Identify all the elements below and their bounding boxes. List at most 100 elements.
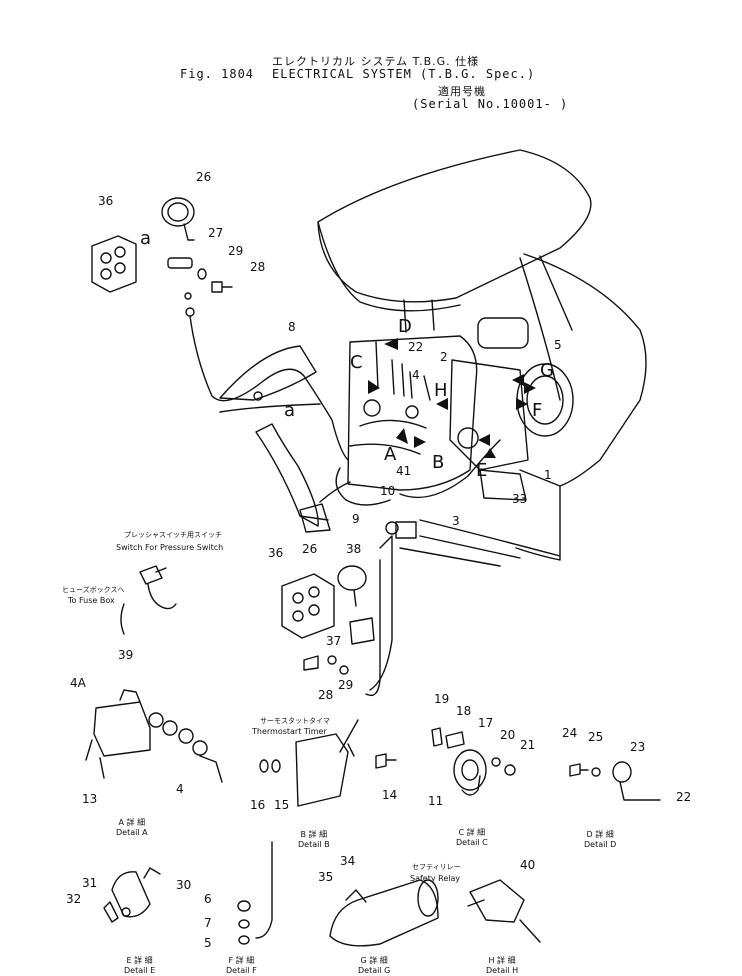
- part-20: 20: [500, 728, 516, 742]
- part-5b: 5: [204, 936, 212, 950]
- part-9: 9: [352, 512, 360, 526]
- part-35: 35: [318, 870, 334, 884]
- part-18: 18: [456, 704, 472, 718]
- bolt-28: [211, 281, 233, 293]
- view-letter-d: D: [398, 316, 412, 337]
- pressure-switch-label: Switch For Pressure Switch: [116, 543, 224, 552]
- part-15: 15: [274, 798, 290, 812]
- harness-cable: [365, 559, 381, 697]
- cable-11: [461, 775, 481, 796]
- switch-box-36: [91, 235, 137, 293]
- view-letter-g: G: [540, 360, 554, 381]
- bracket-plate: [299, 503, 331, 533]
- thermostart-label: Thermostart Timer: [252, 727, 327, 736]
- detail-h-connector: [469, 879, 525, 923]
- view-letter-a-small-1: a: [140, 228, 152, 249]
- part-30: 30: [176, 878, 192, 892]
- part-13: 13: [82, 792, 98, 806]
- boom-arm-lower: [255, 423, 319, 527]
- pressure-switch: [139, 565, 167, 585]
- boom-arm: [219, 345, 317, 401]
- part-31: 31: [82, 876, 98, 890]
- pressure-switch-jp-label: プレッシャスイッチ用スイッチ: [124, 531, 222, 539]
- control-console: [347, 335, 478, 491]
- part-23: 23: [630, 740, 646, 754]
- part-17: 17: [478, 716, 494, 730]
- bracket-27: [167, 257, 193, 269]
- frame-lower: [399, 519, 561, 567]
- view-letter-a: A: [384, 444, 397, 465]
- figure-number: Fig. 1804: [180, 67, 255, 81]
- part-26b: 26: [302, 542, 318, 556]
- part-21: 21: [520, 738, 536, 752]
- part-29: 29: [228, 244, 244, 258]
- boom-link: [219, 403, 351, 521]
- part-40: 40: [520, 858, 536, 872]
- detail-a-relay: [93, 701, 151, 757]
- part-22b: 22: [676, 790, 692, 804]
- safety-relay-jp-label: セフティリレー: [412, 863, 461, 871]
- detail-e-motor: [111, 871, 151, 918]
- engine-cylinder: [477, 317, 529, 349]
- part-26: 26: [196, 170, 212, 184]
- part-33: 33: [512, 492, 528, 506]
- japanese-title: エレクトリカル システム T.B.G. 仕様: [272, 55, 480, 68]
- part-10: 10: [380, 484, 396, 498]
- canopy-roof: [317, 149, 592, 303]
- thermostart-jp-label: サーモスタットタイマ: [260, 717, 330, 725]
- detail-d-lamp: [612, 761, 632, 783]
- part-32: 32: [66, 892, 82, 906]
- harness-lower: [369, 535, 393, 691]
- detail-a-cable: [199, 755, 223, 783]
- part-41: 41: [396, 464, 412, 478]
- detail-f-cable: [255, 841, 273, 939]
- part-29b: 29: [338, 678, 354, 692]
- part-14: 14: [382, 788, 398, 802]
- detail-b-timer: [295, 733, 349, 807]
- part-39: 39: [118, 648, 134, 662]
- harness-9: [335, 467, 391, 506]
- part-1: 1: [544, 468, 552, 482]
- part-4b: 4: [176, 782, 184, 796]
- view-letter-f: F: [532, 400, 543, 421]
- japanese-serial-label: 適用号機: [438, 85, 486, 98]
- part-5: 5: [554, 338, 562, 352]
- console-levers: [375, 341, 431, 401]
- part-7: 7: [204, 916, 212, 930]
- part-37: 37: [326, 634, 342, 648]
- lamp-26b: [337, 565, 367, 591]
- part-19: 19: [434, 692, 450, 706]
- part-24: 24: [562, 726, 578, 740]
- part-34: 34: [340, 854, 356, 868]
- engine-fitting: [457, 427, 479, 449]
- console-knob: [363, 399, 381, 417]
- machine-body: [519, 253, 647, 487]
- relay-mount: [385, 521, 399, 535]
- part-4a: 4A: [70, 676, 86, 690]
- serial-range: (Serial No.10001- ): [412, 97, 569, 111]
- fuse-box-label: To Fuse Box: [68, 596, 115, 605]
- engine-block: [449, 359, 529, 471]
- part-38: 38: [346, 542, 362, 556]
- bolt-14: [375, 753, 397, 769]
- part-22: 22: [408, 340, 424, 354]
- part-11: 11: [428, 794, 444, 808]
- part-28: 28: [250, 260, 266, 274]
- part-4: 4: [412, 368, 420, 382]
- part-6: 6: [204, 892, 212, 906]
- washer-29: [197, 268, 207, 280]
- part-27: 27: [208, 226, 224, 240]
- part-16: 16: [250, 798, 266, 812]
- part-28b: 28: [318, 688, 334, 702]
- fuse-box-jp-label: ヒューズボックスへ: [62, 586, 125, 594]
- page-title: ELECTRICAL SYSTEM (T.B.G. Spec.): [272, 67, 536, 81]
- part-25: 25: [588, 730, 604, 744]
- cable-22: [619, 781, 661, 801]
